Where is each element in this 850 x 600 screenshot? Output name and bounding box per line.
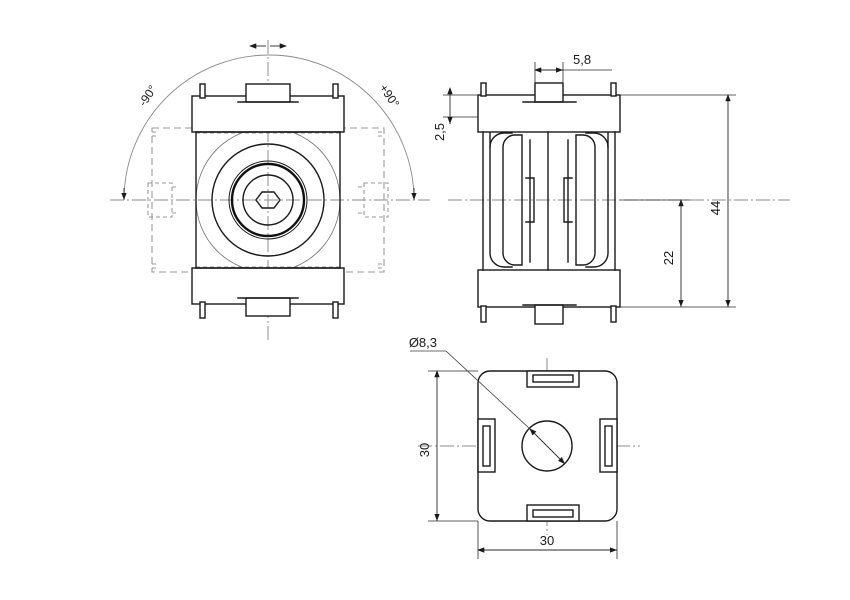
front-view: -90° +90° bbox=[110, 40, 430, 340]
dim-22-label: 22 bbox=[661, 251, 676, 265]
hidden-tab-right bbox=[363, 182, 389, 218]
side-bottom-tab bbox=[534, 304, 564, 325]
bore-diameter-arrow bbox=[529, 428, 566, 465]
front-bottom-tab bbox=[245, 297, 291, 317]
rotor-outer-circle bbox=[211, 143, 325, 257]
dim-bottom-height: 30 bbox=[417, 370, 478, 522]
dim-center-height: 22 bbox=[620, 199, 690, 307]
dim-58-label: 5,8 bbox=[573, 52, 591, 67]
bottom-center-bore bbox=[521, 420, 573, 472]
hidden-corner-br bbox=[378, 263, 384, 269]
side-top-tab bbox=[534, 82, 564, 103]
hidden-tab-left bbox=[147, 182, 173, 218]
clip-right-outer bbox=[585, 132, 609, 268]
dim-25-label: 2,5 bbox=[432, 123, 447, 141]
clip-right-outer-top bbox=[585, 132, 609, 148]
bottom-tab-right-slot bbox=[604, 425, 613, 467]
side-view: 5,8 2,5 44 22 bbox=[432, 52, 790, 325]
hex-socket bbox=[255, 191, 281, 209]
clip-left-notch bbox=[525, 177, 535, 223]
rotor-ring-inner bbox=[242, 174, 294, 226]
bottom-tab-bottom-slot bbox=[532, 509, 574, 518]
side-lower-flange bbox=[477, 269, 621, 308]
side-clip-right bbox=[563, 132, 609, 268]
clip-left-outer-top bbox=[489, 132, 513, 148]
diameter-callout: Ø8,3 bbox=[409, 335, 566, 465]
bottom-tab-right bbox=[599, 418, 618, 473]
dim-44-label: 44 bbox=[708, 201, 723, 215]
bottom-tab-left-slot bbox=[482, 425, 491, 467]
hidden-corner-tr bbox=[378, 131, 384, 137]
rotation-arc-group bbox=[121, 43, 417, 201]
front-pin-bottom-right bbox=[332, 301, 339, 319]
dim-h30-label: 30 bbox=[417, 443, 432, 457]
dim-overall-height: 44 bbox=[620, 94, 736, 308]
side-pin-bottom-left bbox=[480, 305, 487, 323]
clip-left-inner bbox=[502, 134, 523, 266]
rotation-arc bbox=[123, 54, 415, 201]
hidden-tab-right-ears bbox=[358, 186, 364, 214]
side-clip-left bbox=[489, 132, 535, 268]
clip-left-outer bbox=[489, 132, 513, 268]
side-pin-bottom-right bbox=[610, 305, 617, 323]
bottom-tab-left bbox=[477, 418, 496, 473]
clip-right-notch bbox=[563, 177, 573, 223]
bore-leader-line bbox=[445, 350, 531, 430]
front-rotor-assembly bbox=[211, 143, 325, 257]
bore-diameter-label: Ø8,3 bbox=[409, 335, 437, 350]
side-pin-top-right bbox=[610, 82, 617, 97]
dim-top-tab-width: 5,8 bbox=[534, 52, 612, 84]
dim-flange-thickness: 2,5 bbox=[432, 87, 478, 141]
bottom-tab-top bbox=[526, 370, 580, 388]
dim-bottom-width: 30 bbox=[477, 521, 618, 559]
front-pin-top-left bbox=[199, 83, 206, 99]
front-pin-bottom-left bbox=[199, 301, 206, 319]
hidden-corner-tl bbox=[152, 131, 158, 137]
hidden-tab-left-ears bbox=[172, 186, 178, 214]
bottom-tab-top-slot bbox=[532, 374, 574, 383]
bottom-view: Ø8,3 30 30 bbox=[409, 335, 640, 559]
front-body bbox=[191, 83, 345, 319]
front-pin-top-right bbox=[332, 83, 339, 99]
hidden-corner-bl bbox=[152, 263, 158, 269]
front-top-tab bbox=[245, 83, 291, 103]
bottom-tab-bottom bbox=[526, 504, 580, 522]
side-pin-top-left bbox=[480, 82, 487, 97]
rotor-ring-heavy bbox=[230, 162, 306, 238]
rotor-ring-outer bbox=[228, 160, 308, 240]
dim-w30-label: 30 bbox=[540, 533, 554, 548]
clip-right-inner bbox=[575, 134, 596, 266]
